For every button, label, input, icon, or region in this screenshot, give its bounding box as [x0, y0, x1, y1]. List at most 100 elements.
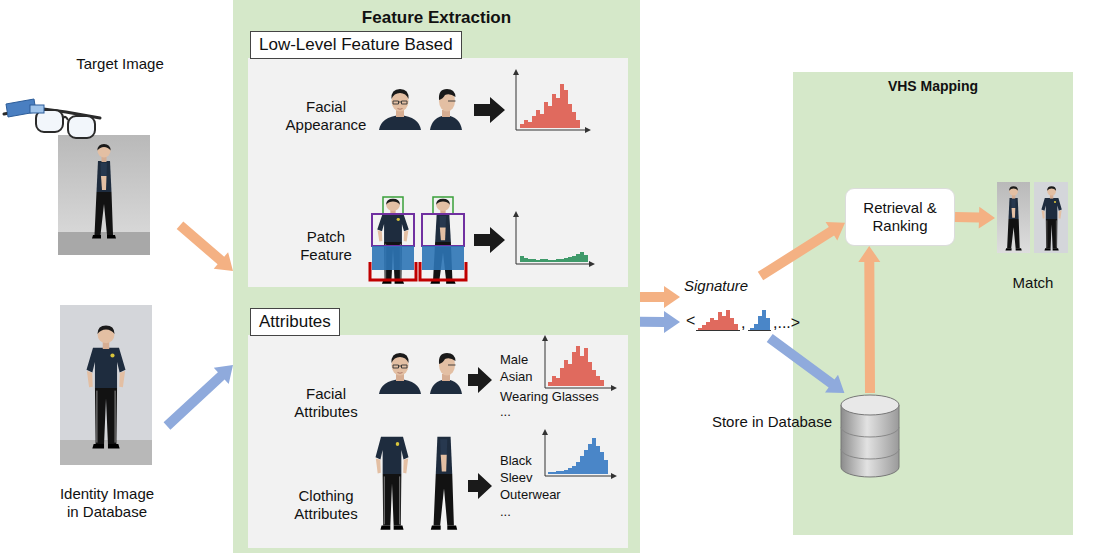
target-photo	[92, 144, 116, 239]
facial-appearance-figure	[516, 72, 588, 130]
stage-panel: Feature ExtractionLow-Level Feature Base…	[233, 0, 640, 553]
signature-histograms	[696, 330, 740, 331]
match-photos	[1034, 182, 1068, 253]
signature-bracket: ,...>	[773, 313, 800, 332]
result-label: Match	[995, 274, 1071, 292]
clothing-attributes-figure	[431, 437, 457, 530]
identity-photo	[60, 440, 152, 465]
process-box: Retrieval & Ranking	[845, 188, 955, 246]
clothing-attributes-figure	[376, 429, 618, 530]
attribute-value: Asian	[500, 369, 533, 385]
patch-feature-figure	[430, 199, 455, 284]
attribute-value: Wearing Glasses	[500, 389, 599, 405]
attribute-value: Outerwear	[500, 487, 561, 503]
match-photos	[1005, 186, 1021, 250]
signature-bracket: <	[686, 311, 695, 330]
attribute-value: ...	[500, 404, 511, 420]
flow-arrow	[858, 246, 880, 393]
flow-arrow	[955, 207, 995, 229]
facial-appearance-figure	[513, 69, 591, 133]
target-photo	[58, 135, 150, 255]
patch-feature-figure	[370, 197, 595, 284]
patch-feature-figure	[420, 262, 466, 280]
patch-feature-figure	[516, 214, 592, 264]
flow-arrow	[767, 334, 845, 393]
facial-appearance-figure	[474, 97, 505, 123]
attribute-value: Male	[500, 352, 528, 368]
smart-glasses-icon	[36, 110, 63, 132]
facial-attributes-figure	[548, 346, 604, 386]
signature-histograms	[698, 310, 738, 330]
clothing-attributes-figure	[468, 473, 492, 499]
patch-feature-figure	[433, 197, 453, 214]
facial-appearance-figure	[520, 84, 580, 128]
feature-name: Patch Feature	[286, 228, 366, 264]
feature-name: Clothing Attributes	[276, 487, 376, 523]
smart-glasses-icon	[68, 116, 95, 138]
attribute-value: Sleev	[500, 470, 533, 486]
facial-attributes-figure	[542, 335, 617, 391]
patch-feature-figure	[377, 199, 409, 284]
facial-attributes-figure	[379, 335, 617, 394]
patch-feature-figure	[372, 246, 414, 270]
feature-group: Low-Level Feature BasedFacial Appearance…	[248, 58, 628, 287]
patch-feature-figure	[474, 227, 505, 253]
patch-feature-figure	[520, 252, 588, 262]
flow-arrow	[758, 222, 845, 280]
signature-histograms	[748, 330, 771, 331]
panel-title: Feature Extraction	[233, 8, 640, 28]
panel-title: VHS Mapping	[793, 78, 1073, 95]
database-body	[841, 405, 899, 477]
patch-feature-figure	[422, 214, 464, 246]
flow-arrow	[164, 365, 233, 430]
match-photos	[997, 182, 1030, 253]
facial-appearance-figure	[379, 69, 591, 133]
patch-feature-figure	[370, 262, 416, 280]
database-cylinder	[838, 393, 902, 481]
flow-arrow	[640, 286, 680, 308]
attribute-value: ...	[500, 504, 511, 520]
facial-attributes-figure	[468, 367, 492, 393]
clothing-attributes-figure	[376, 437, 409, 530]
feature-name: Facial Appearance	[276, 98, 376, 134]
database-band	[841, 427, 899, 459]
target-photo	[58, 232, 150, 255]
identity-photo	[60, 305, 152, 465]
smart-glasses-icon	[63, 117, 68, 120]
image-node: Identity Image in Database	[47, 300, 167, 525]
facial-attributes-figure	[545, 338, 614, 388]
match-photos	[997, 182, 1068, 253]
database-top	[841, 395, 899, 415]
feature-group: AttributesFacial AttributesClothing Attr…	[248, 335, 628, 548]
stage-panel: VHS MappingRetrieval & RankingMatch	[793, 72, 1073, 535]
identity-photo	[60, 305, 152, 465]
clothing-attributes-figure	[542, 429, 617, 479]
flow-arrow	[177, 221, 233, 271]
image-node: Target Image	[60, 55, 180, 260]
result-node: Match	[995, 180, 1071, 292]
facial-attributes-figure	[379, 353, 421, 394]
smart-glasses-icon	[4, 99, 100, 138]
match-photos	[1041, 186, 1061, 250]
attribute-value: Black	[500, 453, 532, 469]
clothing-attributes-figure	[545, 432, 614, 476]
signature-separator: ,	[741, 313, 745, 332]
database-node: Store in Database	[838, 393, 902, 481]
signature-histograms	[750, 310, 770, 330]
feature-name: Facial Attributes	[276, 385, 376, 421]
database-label: Store in Database	[686, 413, 832, 431]
image-caption: Identity Image in Database	[53, 485, 161, 521]
facial-attributes-figure	[430, 353, 462, 394]
group-tab: Low-Level Feature Based	[250, 31, 462, 59]
facial-appearance-figure	[379, 89, 421, 130]
patch-feature-figure	[383, 197, 403, 214]
target-photo	[58, 135, 150, 255]
flow-arrow	[640, 311, 680, 333]
patch-feature-figure	[422, 246, 464, 270]
facial-appearance-figure	[430, 89, 462, 130]
patch-feature-figure	[513, 211, 595, 267]
signature-label: Signature	[684, 277, 748, 295]
identity-photo	[87, 326, 126, 449]
image-caption: Target Image	[60, 55, 180, 73]
